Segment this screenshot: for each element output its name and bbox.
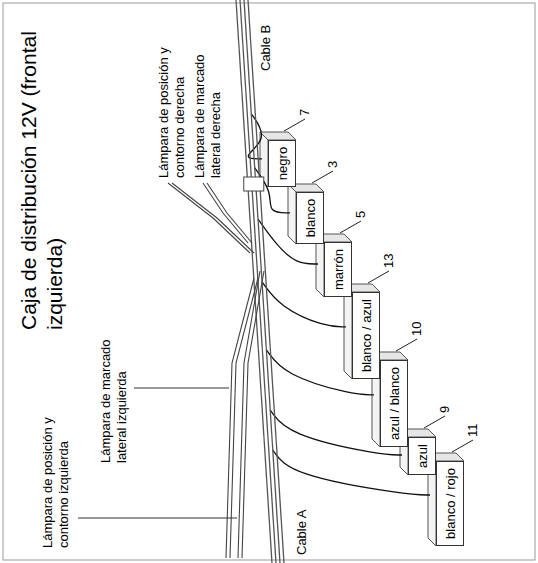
frame xyxy=(3,3,535,560)
lamp-cable xyxy=(230,278,258,558)
lamp-cable xyxy=(168,183,250,253)
terminal-cell: azul xyxy=(408,437,436,475)
lamp-cable xyxy=(226,278,254,558)
wire-color: blanco xyxy=(303,199,318,237)
wire-color: negro xyxy=(275,147,290,180)
terminal-wire xyxy=(273,450,430,495)
terminal-cell: blanco / azul xyxy=(352,292,380,379)
callout-number: 9 xyxy=(437,406,453,413)
terminal-faces xyxy=(260,132,464,546)
terminal-cell: marrón xyxy=(324,242,352,297)
terminal-top-face xyxy=(288,184,296,244)
terminal-cell: negro xyxy=(268,140,296,187)
callout-leader xyxy=(396,339,417,351)
callout-leader xyxy=(340,221,361,233)
callout-number: 7 xyxy=(297,109,313,116)
lamp-leader xyxy=(134,388,229,389)
terminal-cell: blanco / rojo xyxy=(436,461,464,546)
lamp-label: Lámpara de posición y contorno derecha xyxy=(156,28,187,178)
wire-color: marrón xyxy=(331,249,346,290)
terminal-cell: blanco xyxy=(296,192,324,244)
callout-leader xyxy=(284,119,305,131)
wire-color: azul / blanco xyxy=(387,367,402,440)
callout-number: 5 xyxy=(353,211,369,218)
callout-number: 3 xyxy=(325,161,341,168)
wire-color: azul xyxy=(415,444,430,468)
callout-leader xyxy=(368,271,389,283)
callout-leader xyxy=(424,416,445,428)
cable-label: Cable B xyxy=(258,25,274,71)
lamp-leader xyxy=(78,518,237,519)
callout-number: 11 xyxy=(465,424,481,438)
cable-label: Cable A xyxy=(294,509,310,555)
lamp-label: Lámpara de posición y contorno izquierda xyxy=(40,398,71,548)
terminal-top-face xyxy=(344,284,352,379)
wire-color: blanco / azul xyxy=(359,299,374,372)
callout-number: 10 xyxy=(409,322,425,336)
leaders xyxy=(78,119,473,518)
lamp-cable xyxy=(207,183,252,243)
callout-leader xyxy=(312,171,333,183)
lamp-cable xyxy=(203,183,248,243)
terminal-cell: azul / blanco xyxy=(380,360,408,447)
callout-number: 13 xyxy=(381,254,397,268)
title: Caja de distribución 12V (frontal izquie… xyxy=(16,15,69,330)
lamp-cable xyxy=(242,271,264,558)
wire-color: blanco / rojo xyxy=(443,468,458,539)
lamp-label: Lámpara de marcado lateral izquierda xyxy=(98,313,129,463)
lamp-cable xyxy=(172,183,254,253)
cable-junction xyxy=(244,177,264,191)
callout-leader xyxy=(452,440,473,452)
lamp-label: Lámpara de marcado lateral derecha xyxy=(192,28,223,178)
terminal-side-face xyxy=(260,132,296,140)
